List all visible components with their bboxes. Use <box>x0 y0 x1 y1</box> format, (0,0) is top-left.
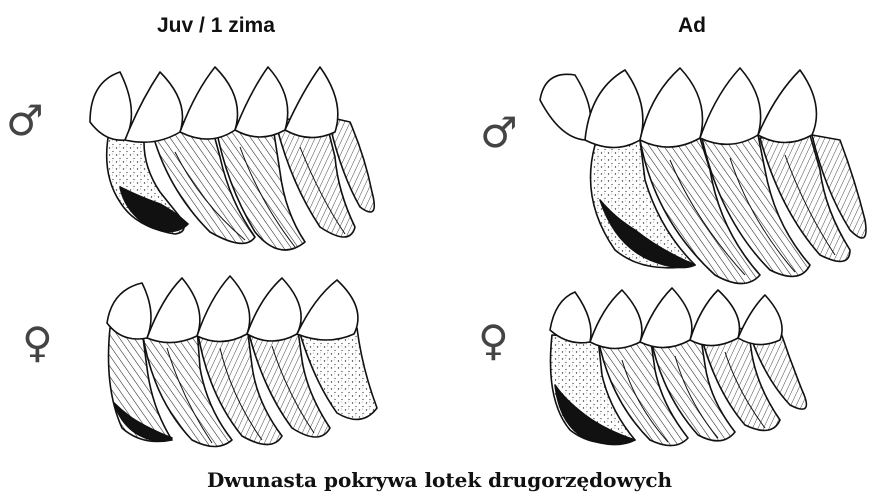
header-juvenile: Juv / 1 zima <box>157 14 275 38</box>
female-symbol-juvenile: ♀ <box>22 322 53 364</box>
header-adult: Ad <box>678 14 706 38</box>
illustration-adult-male <box>530 60 870 295</box>
illustration-adult-female <box>540 280 830 460</box>
figure-caption: Dwunasta pokrywa lotek drugorzędowych <box>0 468 879 492</box>
female-symbol-adult: ♀ <box>478 320 509 362</box>
male-symbol-juvenile: ♂ <box>6 100 44 142</box>
illustration-juvenile-female <box>92 268 392 458</box>
illustration-juvenile-male <box>80 62 380 262</box>
male-symbol-adult: ♂ <box>480 112 518 154</box>
